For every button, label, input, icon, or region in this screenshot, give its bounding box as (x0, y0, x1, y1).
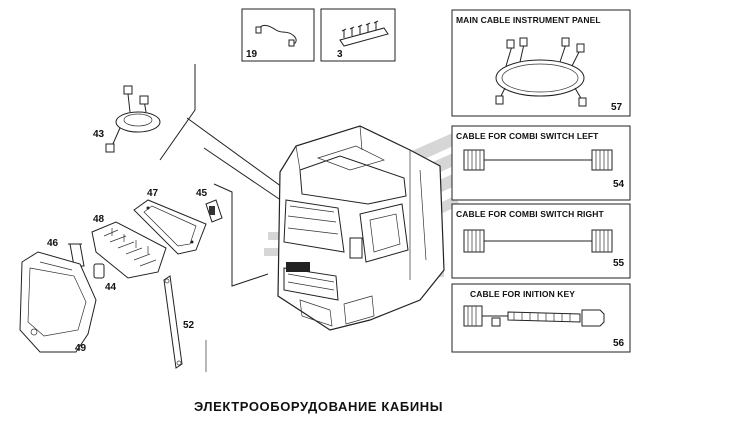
part-44: 44 (93, 263, 117, 293)
part-45: 45 (196, 188, 223, 223)
panel-frame-icon (133, 199, 207, 255)
part-47: 47 (133, 188, 207, 255)
switch-icon (205, 199, 223, 223)
ignition-key-number: 56 (613, 338, 625, 349)
relay-icon (93, 263, 105, 279)
item-3-label: 3 (337, 49, 343, 60)
part-47-label: 47 (147, 188, 159, 199)
item-3-box: 3 (320, 8, 396, 62)
diagram-caption: ЭЛЕКТРООБОРУДОВАНИЕ КАБИНЫ (194, 399, 443, 414)
cable-clip-icon (255, 24, 297, 47)
cover-icon (19, 251, 97, 353)
bracket-line (213, 183, 269, 287)
ground-strap-icon (163, 275, 183, 369)
combi-right-number: 55 (613, 258, 625, 269)
combi-left-title: CABLE FOR COMBI SWITCH LEFT (456, 131, 599, 141)
combi-right-title: CABLE FOR COMBI SWITCH RIGHT (456, 209, 604, 219)
combi-right-box: CABLE FOR COMBI SWITCH RIGHT 55 (451, 203, 631, 279)
part-49: 49 (19, 251, 97, 354)
part-52: 52 (163, 275, 195, 369)
combi-left-cable-icon (463, 149, 613, 171)
part-52-label: 52 (183, 320, 195, 331)
part-45-label: 45 (196, 188, 208, 199)
main-cable-title: MAIN CABLE INSTRUMENT PANEL (456, 15, 601, 25)
part-43: 43 (93, 85, 161, 153)
wiring-harness-icon (495, 37, 587, 107)
combi-left-box: CABLE FOR COMBI SWITCH LEFT 54 (451, 125, 631, 201)
connector-strip-icon (339, 20, 389, 47)
main-cable-number: 57 (611, 102, 623, 113)
combi-right-cable-icon (463, 229, 613, 253)
leader-line-left (159, 64, 196, 161)
part-49-label: 49 (75, 343, 87, 354)
leader-line-cab-mid (203, 147, 289, 206)
truck-cab-icon (277, 125, 445, 331)
fuse-box-icon (91, 221, 167, 279)
part-48-label: 48 (93, 214, 105, 225)
combi-left-number: 54 (613, 179, 625, 190)
item-19-box: 19 (241, 8, 315, 62)
part-44-label: 44 (105, 282, 117, 293)
item-19-label: 19 (246, 49, 258, 60)
ignition-key-title: CABLE FOR INITION KEY (470, 289, 575, 299)
part-43-label: 43 (93, 129, 105, 140)
part-48: 48 (91, 214, 167, 279)
part-46-label: 46 (47, 238, 59, 249)
ignition-cable-icon (463, 305, 605, 327)
ring-coil-icon (105, 85, 161, 153)
ignition-key-box: CABLE FOR INITION KEY 56 (451, 283, 631, 353)
main-cable-box: MAIN CABLE INSTRUMENT PANEL 57 (451, 9, 631, 117)
